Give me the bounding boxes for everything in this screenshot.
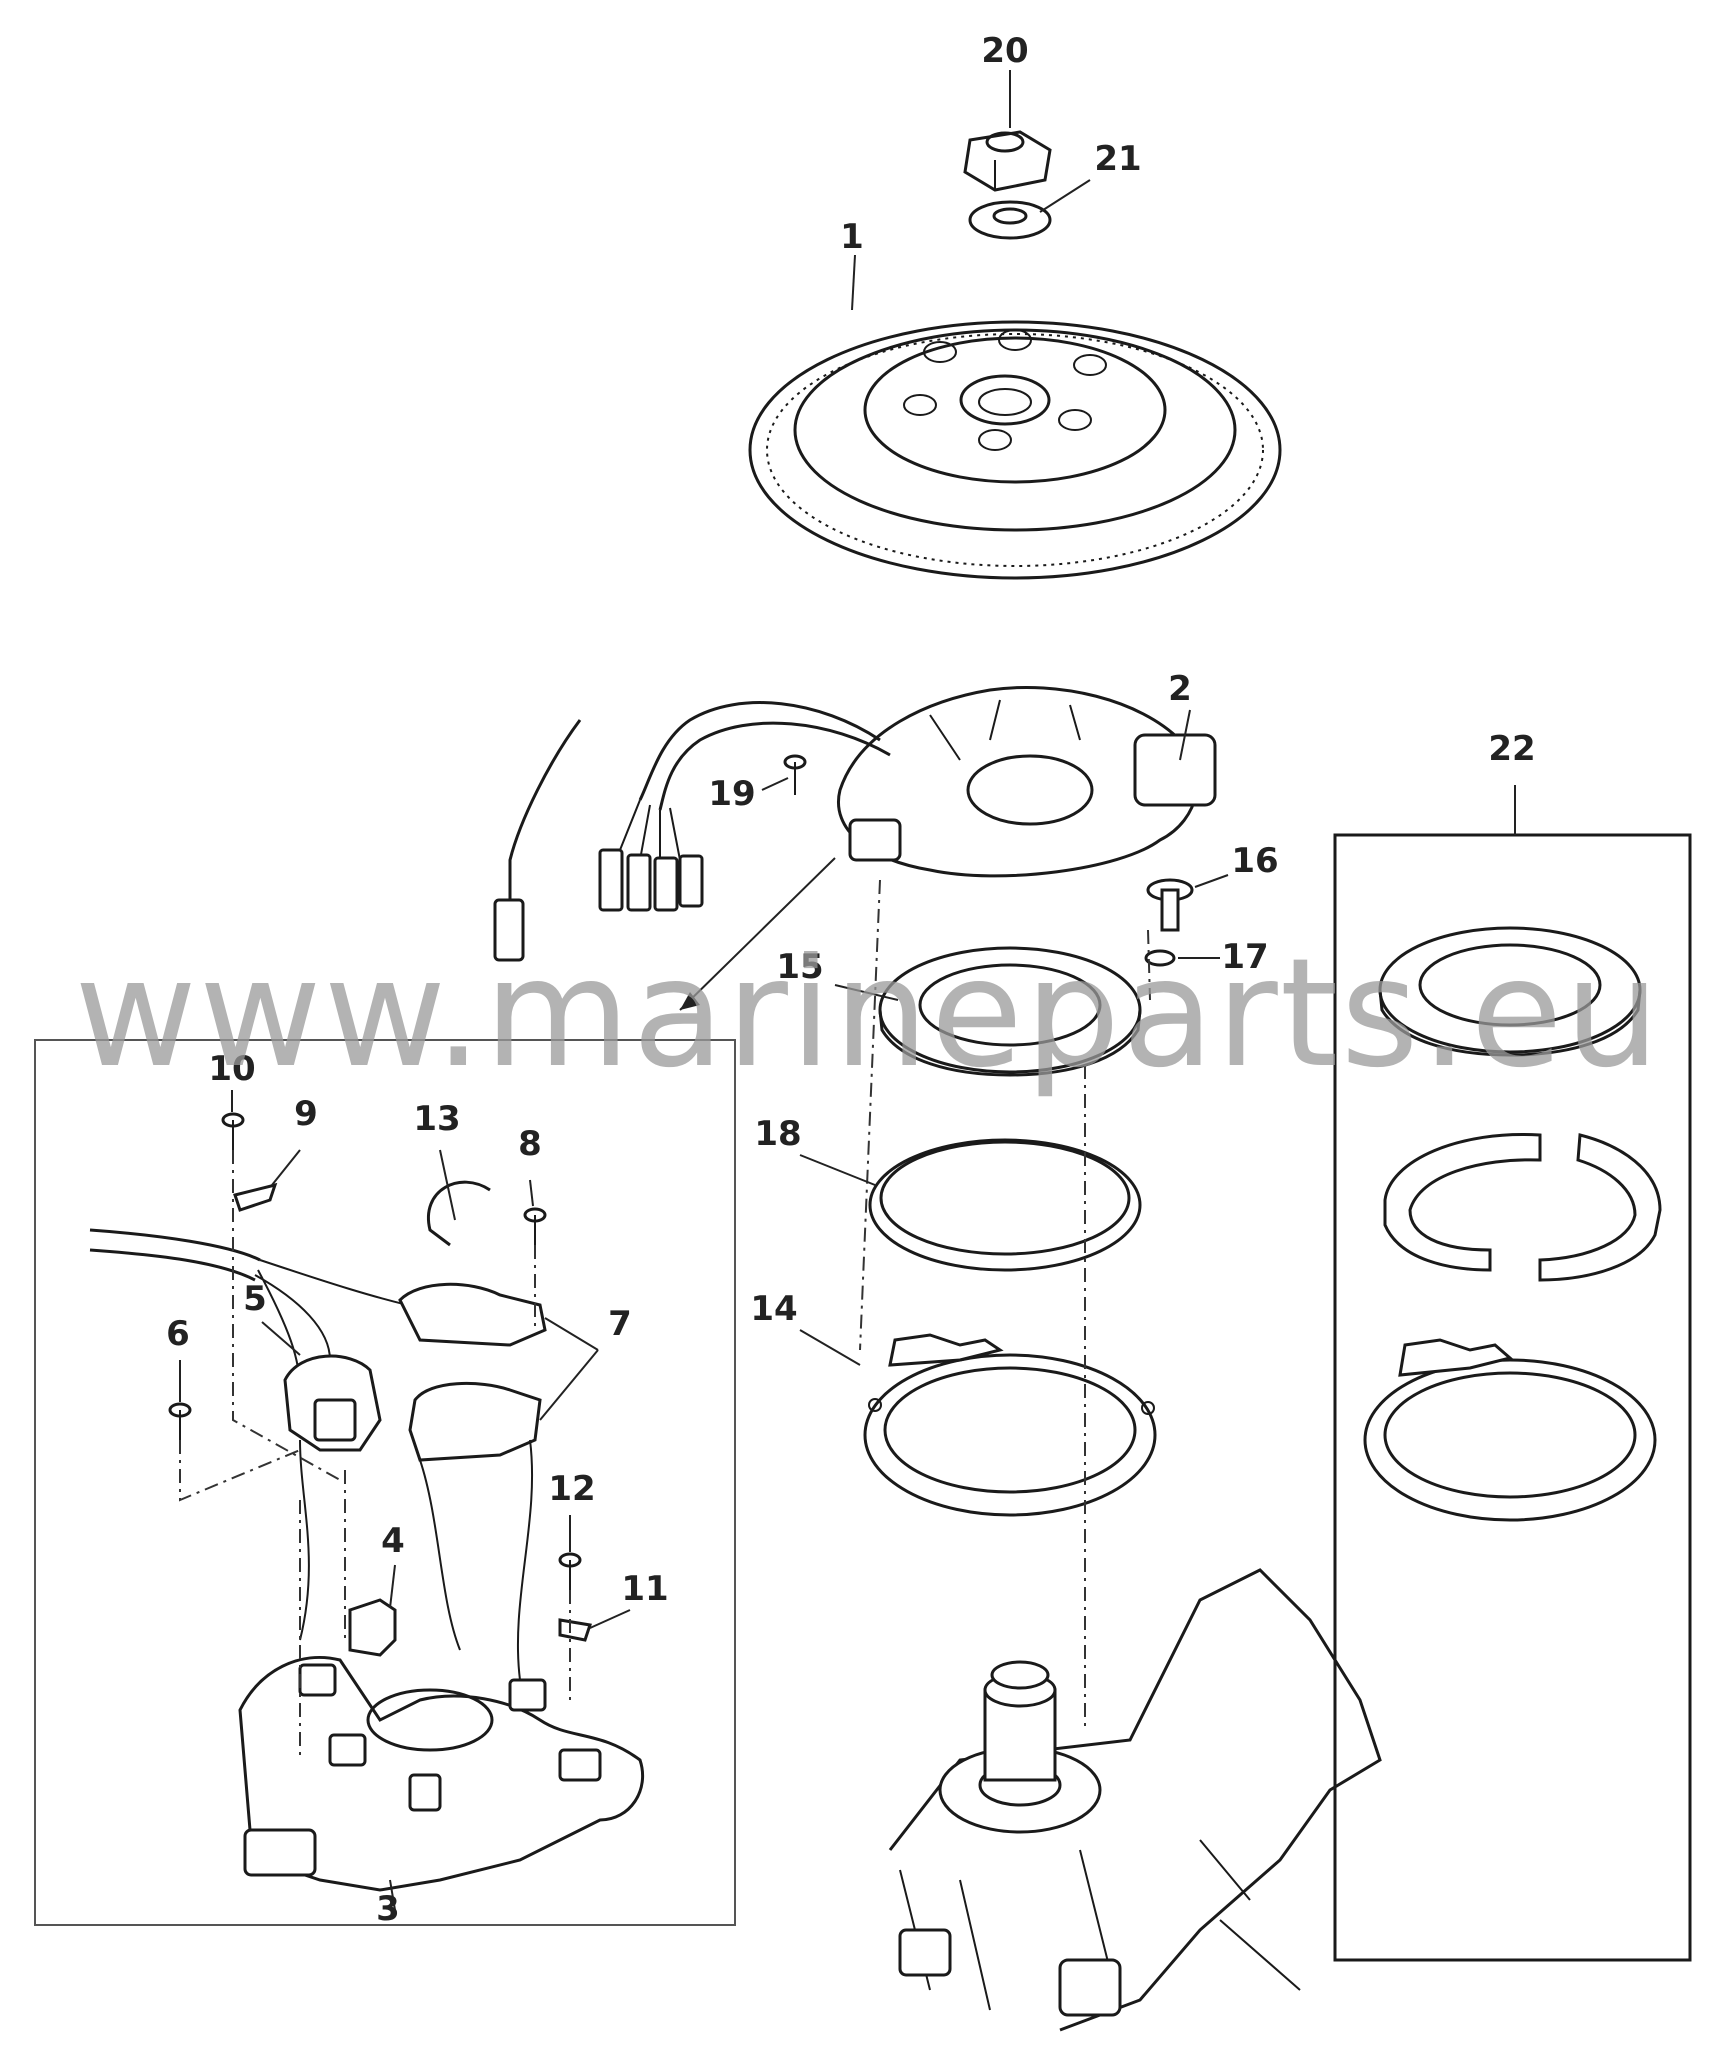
callout-label: 3: [376, 1889, 400, 1929]
callout-label: 10: [208, 1049, 255, 1089]
callout-label: 6: [166, 1314, 190, 1354]
callout-label: 12: [548, 1469, 595, 1509]
watermark-text: www.marineparts.eu: [74, 927, 1662, 1101]
callout-label: 5: [243, 1279, 267, 1319]
alignment-line: [1147, 929, 1151, 1001]
powerhead-part: [888, 1568, 1382, 2032]
callout-label: 13: [413, 1099, 460, 1139]
kit-contents: [1363, 926, 1662, 1522]
callout-label: 8: [518, 1124, 542, 1164]
callout-label: 9: [294, 1094, 318, 1134]
detail-inset-frame: [34, 1039, 736, 1926]
detail-arrow: [679, 857, 836, 1011]
leader-lines: [179, 70, 1516, 1911]
detail-arrowhead: [680, 992, 700, 1010]
callout-label: 16: [1231, 841, 1278, 881]
callout-label: 20: [981, 31, 1028, 71]
callout-label: 1: [840, 217, 864, 257]
callout-label: 17: [1221, 937, 1268, 977]
callout-label: 11: [621, 1569, 668, 1609]
hex-nut-part: [963, 130, 1052, 192]
stator-assembly-part: [493, 686, 1217, 962]
callout-label: 4: [381, 1521, 405, 1561]
callout-label: 15: [776, 947, 823, 987]
callout-label: 2: [1168, 669, 1192, 709]
plate-ring-part: [878, 946, 1142, 1077]
kit-frame: [1333, 833, 1692, 1962]
alignment-line: [859, 879, 881, 1351]
inset-ignition-assembly: [89, 1112, 645, 1892]
screw-part: [783, 754, 807, 795]
callout-label: 19: [708, 774, 755, 814]
mounting-ring-part: [863, 1333, 1157, 1517]
retaining-ring-part: [868, 1138, 1142, 1272]
flywheel-part: [748, 320, 1282, 580]
callout-label: 7: [608, 1304, 632, 1344]
callout-labels: 20 21 1 2 19 22 16 17 15 18 14 10 9 13 8…: [166, 31, 1536, 1929]
callout-label: 18: [754, 1114, 801, 1154]
callout-label: 14: [750, 1289, 797, 1329]
bolt-part: [1144, 878, 1194, 967]
callout-label: 22: [1488, 729, 1535, 769]
callout-label: 21: [1094, 139, 1141, 179]
washer-part: [968, 200, 1052, 240]
